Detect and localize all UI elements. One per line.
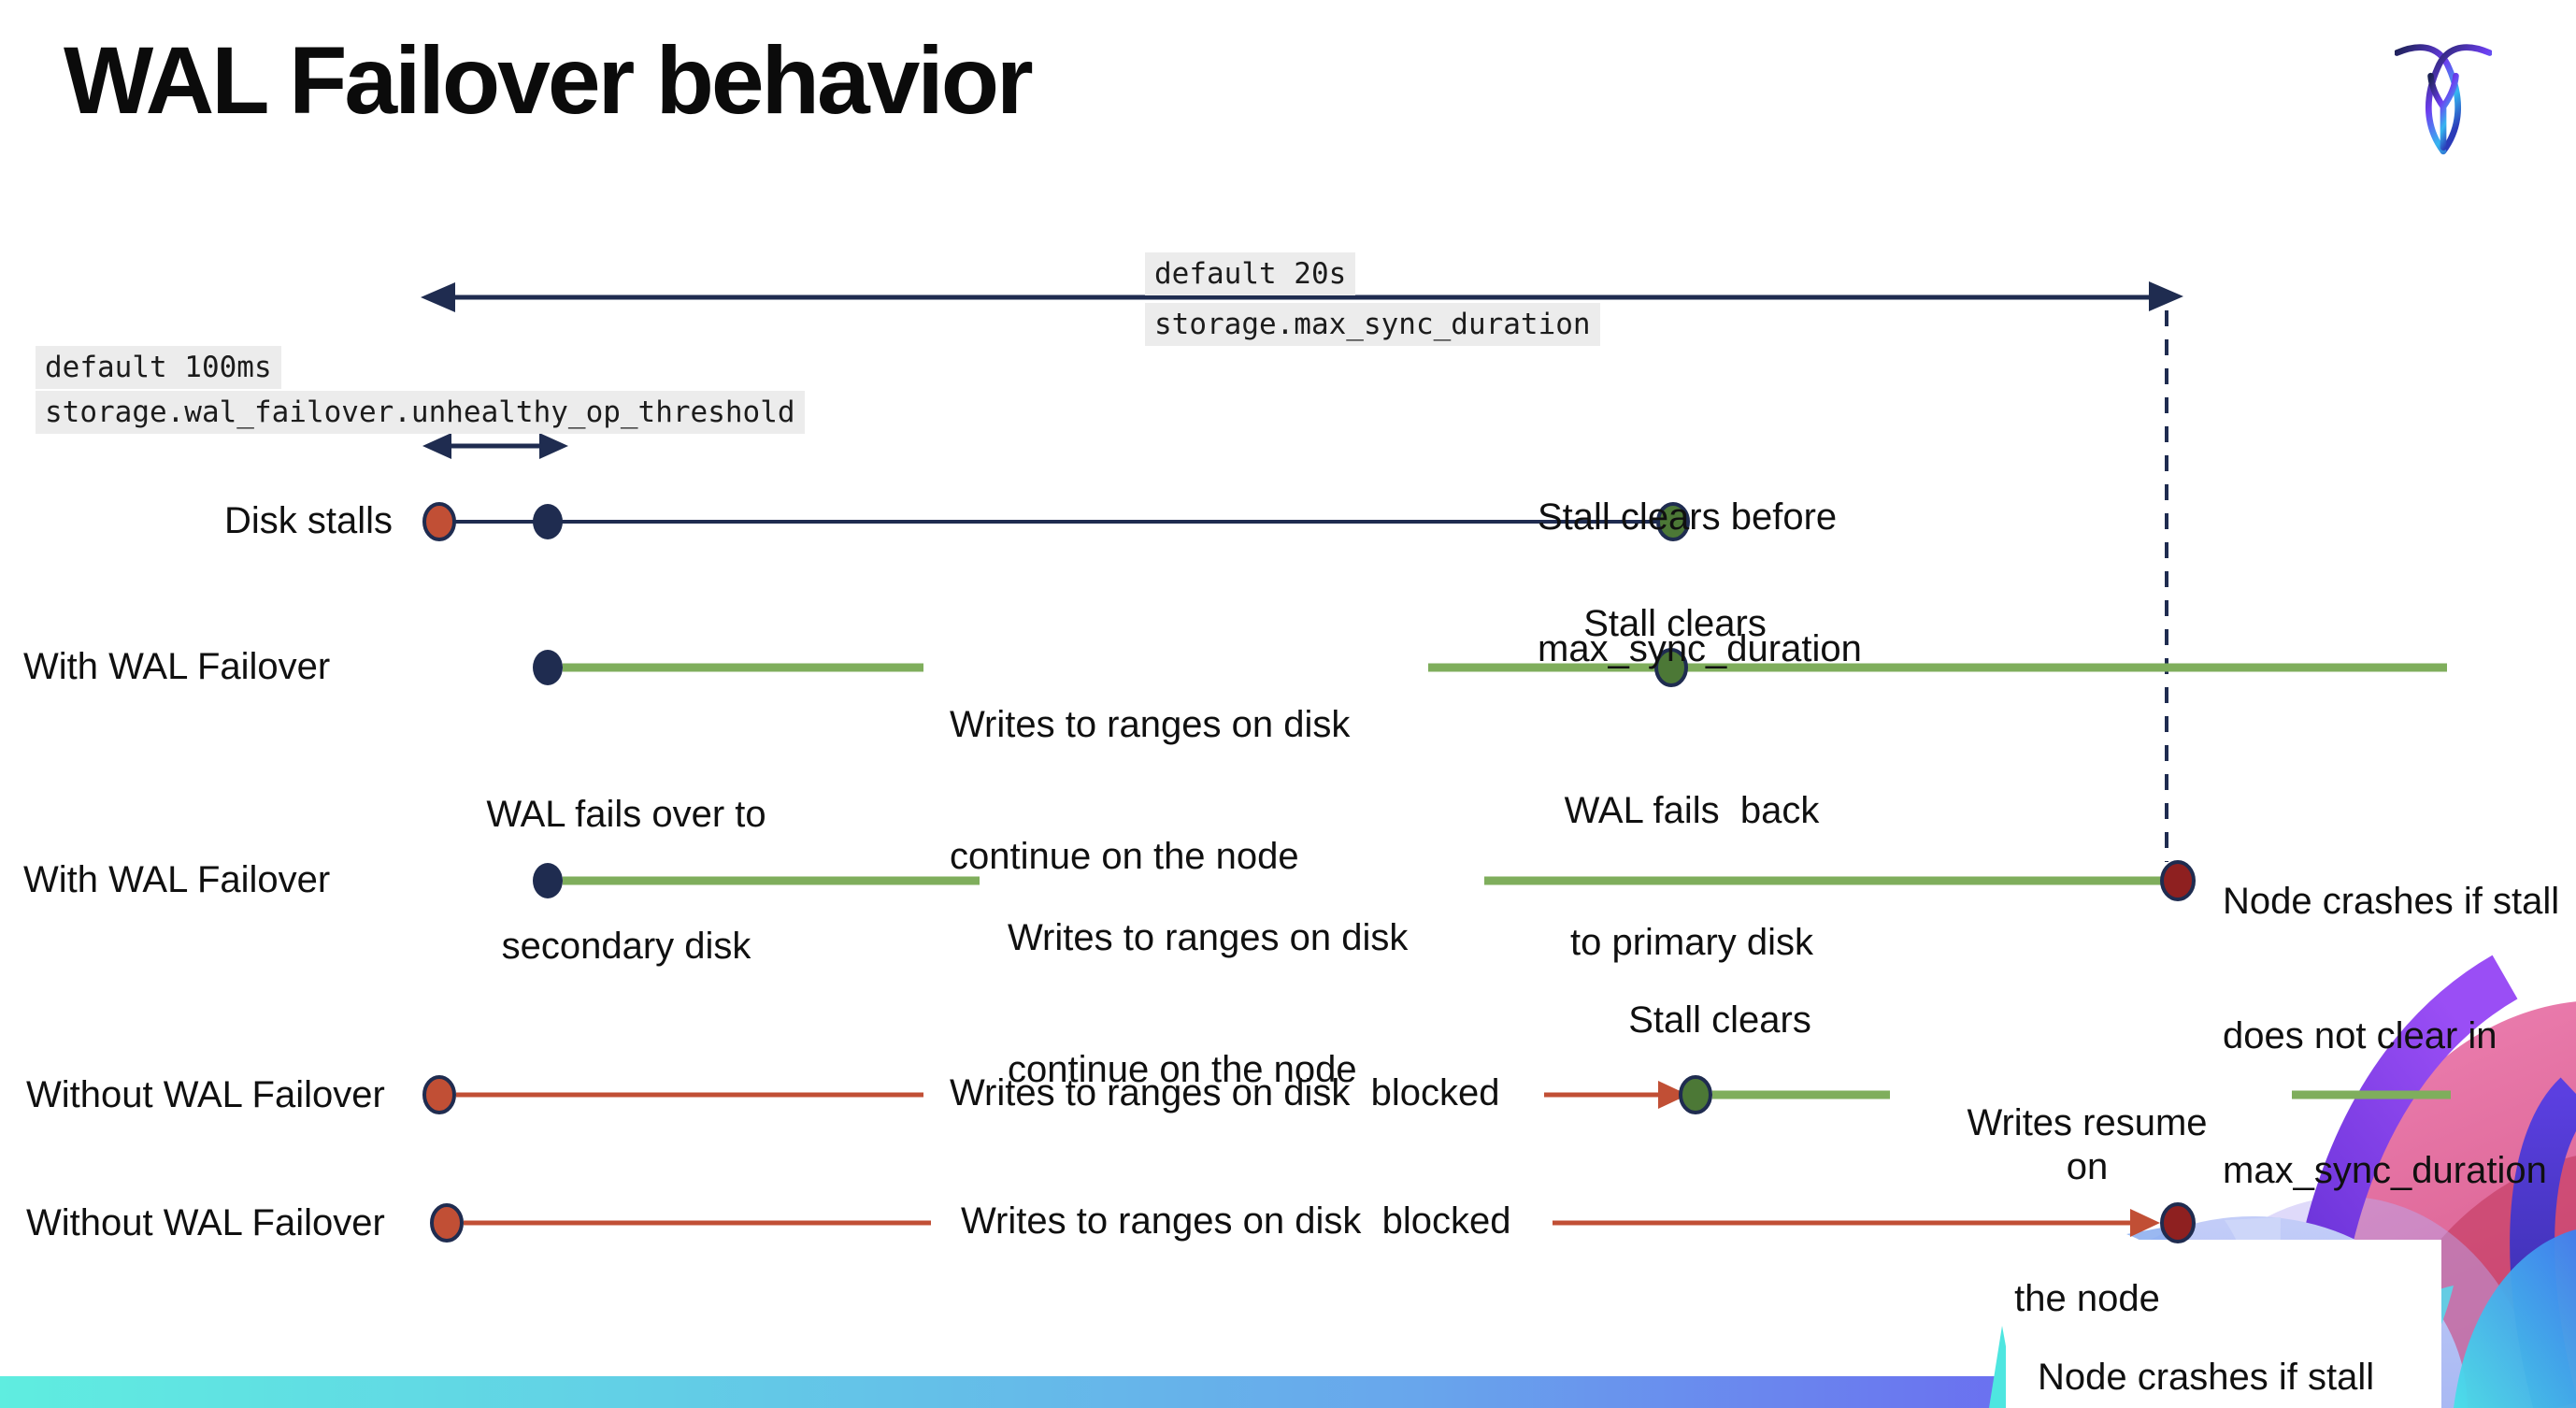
logo-right-antenna-body (2426, 44, 2492, 155)
failback-to-primary-note: WAL fails back to primary disk (1564, 790, 1820, 963)
stall-clears-note: Stall clears (1628, 999, 1811, 1041)
row-label-with-wal-failover: With WAL Failover (23, 646, 331, 687)
row-label-without-wal-failover: Without WAL Failover (26, 1202, 385, 1243)
row-label-disk-stalls: Disk stalls (224, 500, 394, 541)
logo-y-stem (2427, 72, 2459, 151)
arrowhead-right-icon (1658, 1081, 1688, 1109)
node-crash-note: Node crashes if stall does not clear in … (2038, 1357, 2375, 1398)
writes-blocked-note: Writes to ranges on disk blocked (950, 1072, 1500, 1113)
max-sync-setting-label: storage.max_sync_duration (1145, 303, 1600, 346)
stall-clears-before-note: Stall clears before max_sync_duration (1538, 496, 1862, 669)
max-sync-default-label: default 20s (1145, 252, 1356, 295)
row-label-with-wal-failover: With WAL Failover (23, 859, 331, 900)
stall-clears-note: Stall clears (1583, 603, 1767, 644)
crash-note-box (2006, 1240, 2441, 1408)
threshold-dot (533, 504, 563, 539)
arrowhead-left-icon (421, 282, 455, 312)
writes-continue-note: Writes to ranges on disk continue on the… (1008, 917, 1409, 1090)
writes-resume-note: Writes resume on the node (1967, 1102, 2218, 1319)
writes-continue-note: Writes to ranges on disk continue on the… (950, 704, 1351, 877)
page-title: WAL Failover behavior (64, 27, 1034, 134)
row-label-without-wal-failover: Without WAL Failover (26, 1074, 385, 1115)
stall-clears-dot (1679, 1075, 1712, 1114)
node-crash-note: Node crashes if stall does not clear in … (2223, 881, 2560, 1191)
stall-start-dot (422, 1075, 456, 1114)
arrowhead-right-icon (539, 433, 568, 459)
failover-to-secondary-note: WAL fails over to secondary disk (486, 794, 766, 967)
node-crash-dot (2160, 860, 2196, 901)
unhealthy-op-setting-label: storage.wal_failover.unhealthy_op_thresh… (36, 391, 805, 434)
logo-left-antenna-body (2395, 44, 2461, 155)
stall-start-dot (422, 502, 456, 541)
failover-dot (533, 650, 563, 685)
arrowhead-left-icon (422, 433, 451, 459)
unhealthy-op-default-label: default 100ms (36, 346, 281, 389)
arrowhead-right-icon (2149, 281, 2183, 311)
writes-blocked-note: Writes to ranges on disk blocked (961, 1200, 1511, 1242)
cockroachdb-logo-icon (2395, 44, 2492, 155)
deco-cyan-leaf-large (2454, 1229, 2576, 1408)
stall-start-dot (430, 1203, 464, 1243)
